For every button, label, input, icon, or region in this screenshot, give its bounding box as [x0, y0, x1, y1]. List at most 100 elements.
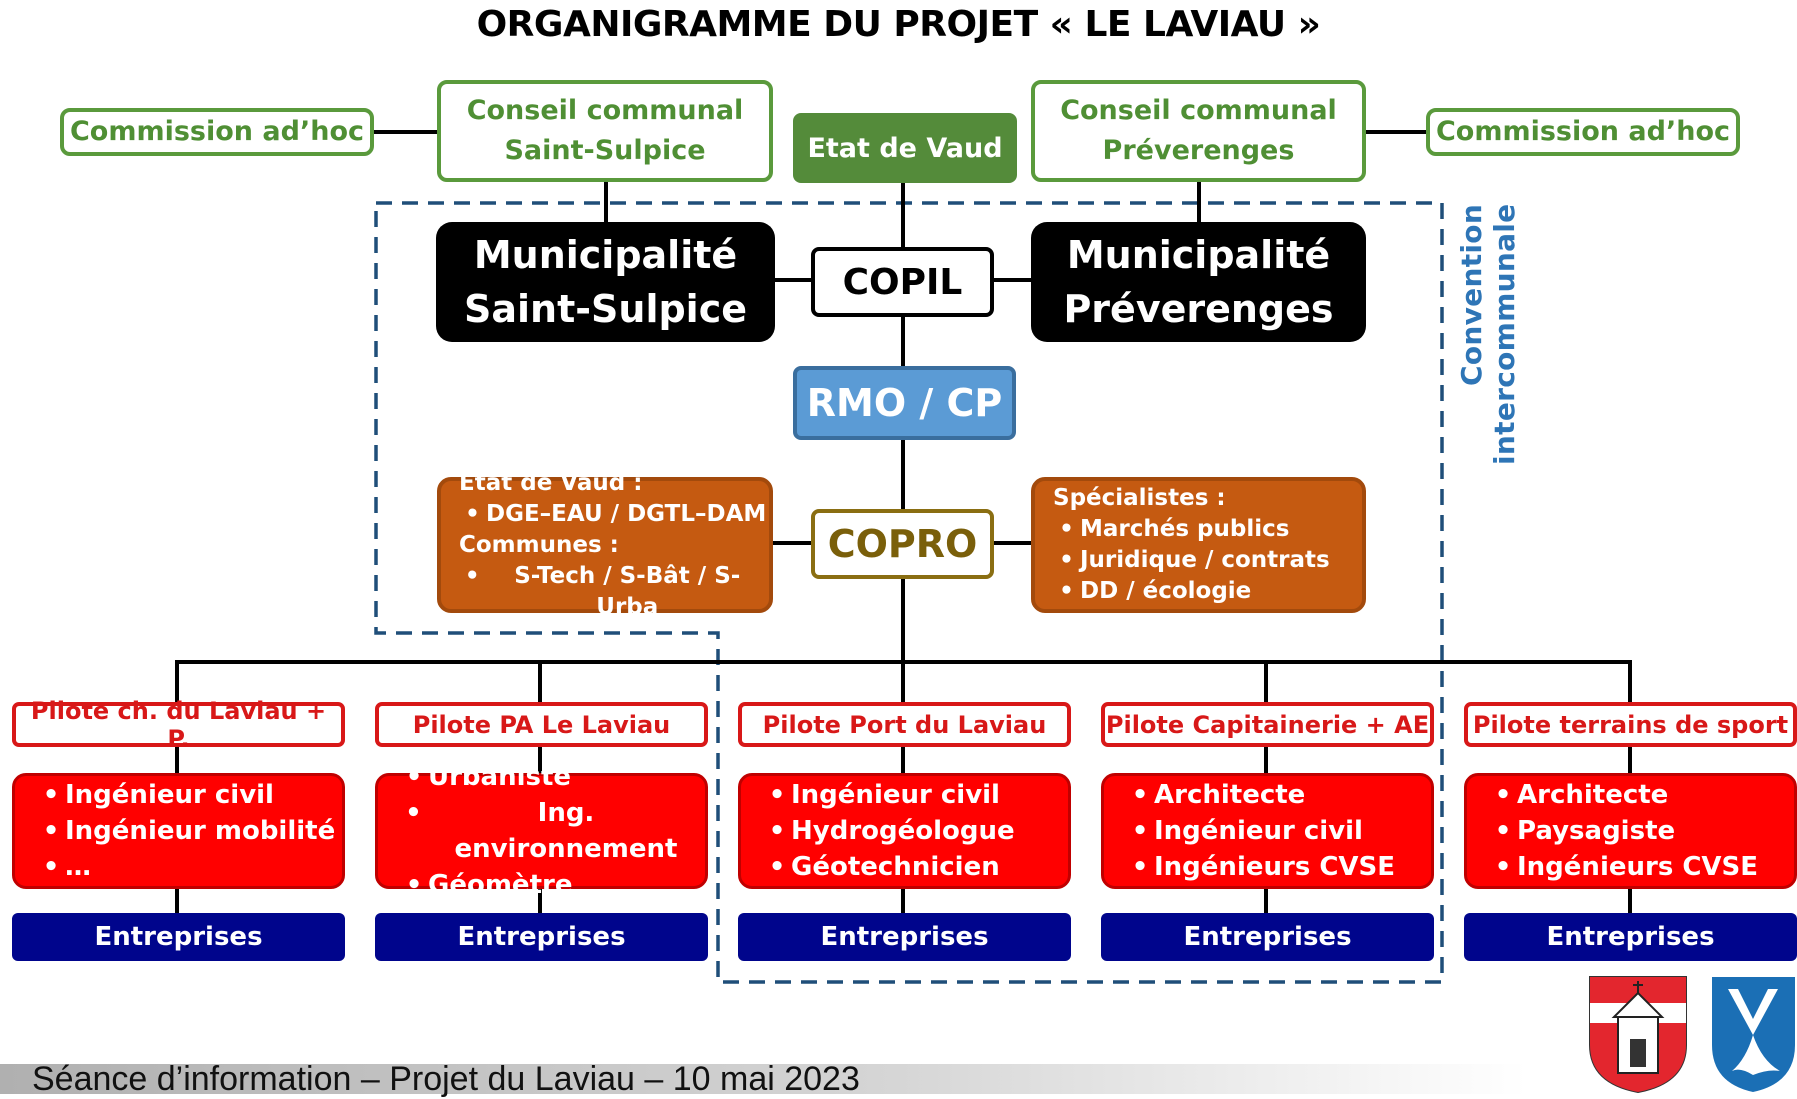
pilot-label: Pilote ch. du Laviau + P.	[30, 696, 327, 753]
team-list-item: •Ingénieurs CVSE	[1489, 849, 1758, 885]
entreprises-label: Entreprises	[457, 922, 626, 952]
bullet-icon: •	[1131, 816, 1149, 846]
connector-line	[901, 314, 905, 664]
pilot-label: Pilote Port du Laviau	[762, 710, 1047, 739]
team-member-label: Ingénieur civil	[791, 780, 1000, 810]
pilot-label-box: Pilote Port du Laviau	[738, 702, 1071, 747]
pilot-label: Pilote terrains de sport	[1472, 710, 1789, 739]
footer-bar	[0, 1064, 1797, 1094]
connector-line	[370, 130, 440, 134]
team-list-item: •Ingénieurs CVSE	[1126, 849, 1395, 885]
copil-box: COPIL	[811, 247, 994, 317]
connector-line	[772, 541, 814, 545]
pilot-label-box: Pilote Capitainerie + AE	[1101, 702, 1434, 747]
conseil-communal-saint-sulpice: Conseil communal Saint-Sulpice	[437, 80, 773, 182]
team-member-label: Hydrogéologue	[791, 816, 1015, 846]
pilot-label: Pilote Capitainerie + AE	[1105, 710, 1430, 739]
etat-communes-box: Etat de Vaud : •DGE–EAU / DGTL–DAM Commu…	[437, 470, 773, 620]
entreprises-label: Entreprises	[94, 922, 263, 952]
team-member-label: Ingénieurs CVSE	[1154, 852, 1396, 882]
connector-line	[1264, 660, 1268, 704]
team-member-label: Ingénieur civil	[65, 780, 274, 810]
bullet-icon: •	[405, 798, 422, 828]
commission-adhoc-left: Commission ad’hoc	[60, 108, 374, 156]
team-member-label: Architecte	[1517, 780, 1669, 810]
entreprises-box: Entreprises	[1101, 913, 1434, 961]
bullet-icon: •	[1494, 852, 1512, 882]
connector-line	[1197, 181, 1201, 223]
team-list-item: •Ingénieur mobilité	[37, 813, 336, 849]
team-list-item: •Architecte	[1489, 777, 1669, 813]
rmo-cp-box: RMO / CP	[793, 366, 1016, 440]
team-member-label: Géotechnicien	[791, 852, 1000, 882]
team-member-label: Ing. environnement	[454, 798, 678, 864]
bullet-icon: •	[405, 762, 423, 792]
pilot-team-box: •Architecte•Ingénieur civil•Ingénieurs C…	[1101, 773, 1434, 889]
connector-line	[772, 278, 814, 282]
connector-line	[1628, 660, 1632, 704]
municipalite-preverenges: Municipalité Préverenges	[1031, 222, 1366, 342]
team-member-label: Ingénieur civil	[1154, 816, 1363, 846]
team-member-label: Paysagiste	[1517, 816, 1676, 846]
team-list-item: •Urbaniste	[400, 759, 571, 795]
pilot-team-box: •Ingénieur civil•Ingénieur mobilité•…	[12, 773, 345, 889]
entreprises-box: Entreprises	[12, 913, 345, 961]
connector-line	[604, 181, 608, 223]
bullet-icon: •	[768, 852, 786, 882]
diagram-title: ORGANIGRAMME DU PROJET « LE LAVIAU »	[476, 4, 1321, 45]
entreprises-label: Entreprises	[820, 922, 989, 952]
bullet-icon: •	[42, 852, 60, 882]
team-member-label: …	[65, 852, 91, 882]
bullet-icon: •	[768, 780, 786, 810]
municipalite-saint-sulpice: Municipalité Saint-Sulpice	[436, 222, 775, 342]
team-list-item: •…	[37, 849, 91, 885]
connector-line	[990, 278, 1032, 282]
pilot-team-box: •Architecte•Paysagiste•Ingénieurs CVSE	[1464, 773, 1797, 889]
connector-line	[990, 541, 1032, 545]
bullet-icon: •	[1131, 780, 1149, 810]
connector-line	[901, 181, 905, 249]
commission-adhoc-right: Commission ad’hoc	[1426, 108, 1740, 156]
team-list-item: •Ingénieur civil	[37, 777, 274, 813]
connector-line	[1360, 130, 1430, 134]
etat-de-vaud-box: Etat de Vaud	[793, 113, 1017, 183]
team-member-label: Géomètre	[428, 870, 573, 900]
pilot-label-box: Pilote PA Le Laviau	[375, 702, 708, 747]
pilot-label-box: Pilote terrains de sport	[1464, 702, 1797, 747]
pilot-label: Pilote PA Le Laviau	[412, 710, 671, 739]
entreprises-box: Entreprises	[738, 913, 1071, 961]
team-list-item: •Géotechnicien	[763, 849, 1000, 885]
bullet-icon: •	[768, 816, 786, 846]
entreprises-box: Entreprises	[375, 913, 708, 961]
team-list-item: • Ing. environnement	[400, 795, 705, 867]
team-list-item: •Architecte	[1126, 777, 1306, 813]
pilot-team-box: •Urbaniste•Ing. environnement•Géomètre	[375, 762, 708, 900]
convention-intercommunale-label: Convention intercommunale	[1455, 204, 1521, 466]
footer-text: Séance d’information – Projet du Laviau …	[32, 1060, 860, 1098]
bullet-icon: •	[1494, 816, 1512, 846]
team-list-item: •Paysagiste	[1489, 813, 1675, 849]
connector-line	[175, 660, 179, 704]
bullet-icon: •	[1494, 780, 1512, 810]
bullet-icon: •	[42, 780, 60, 810]
bullet-icon: •	[1131, 852, 1149, 882]
pilot-team-box: •Ingénieur civil•Hydrogéologue•Géotechni…	[738, 773, 1071, 889]
connector-line	[901, 660, 905, 704]
team-member-label: Ingénieur mobilité	[65, 816, 336, 846]
team-list-item: •Ingénieur civil	[1126, 813, 1363, 849]
team-member-label: Architecte	[1154, 780, 1306, 810]
team-list-item: •Géomètre	[400, 867, 573, 903]
team-member-label: Urbaniste	[428, 762, 572, 792]
copro-box: COPRO	[811, 509, 994, 579]
connector-line	[538, 660, 542, 704]
saint-sulpice-coat-of-arms-logo	[1589, 976, 1687, 1094]
team-list-item: •Ingénieur civil	[763, 777, 1000, 813]
conseil-communal-preverenges: Conseil communal Préverenges	[1031, 80, 1366, 182]
entreprises-label: Entreprises	[1546, 922, 1715, 952]
bullet-icon: •	[405, 870, 423, 900]
bullet-icon: •	[42, 816, 60, 846]
entreprises-box: Entreprises	[1464, 913, 1797, 961]
specialistes-box: Spécialistes : •Marchés publics •Juridiq…	[1031, 477, 1366, 613]
team-member-label: Ingénieurs CVSE	[1517, 852, 1759, 882]
